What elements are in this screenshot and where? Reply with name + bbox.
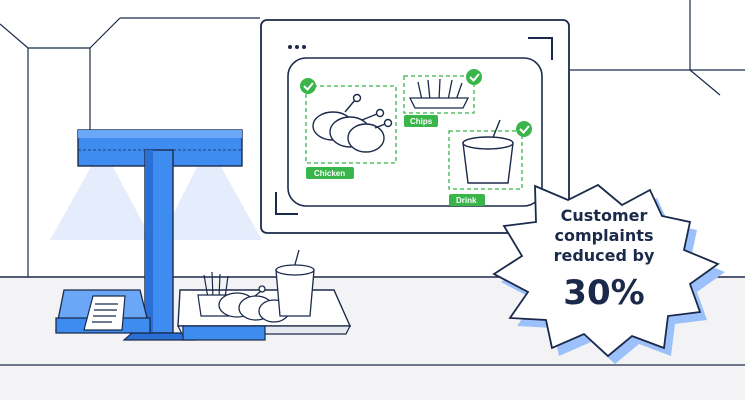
check-icon <box>300 78 316 94</box>
light-beam <box>160 165 262 240</box>
chicken-label-tag <box>306 167 354 179</box>
receipt-document-icon <box>83 295 126 331</box>
check-icon <box>516 121 532 137</box>
detection-chicken: Chicken <box>300 78 397 179</box>
food-tray <box>177 249 352 341</box>
chips-label-tag <box>404 115 438 127</box>
callout-stat: 30% <box>563 273 644 313</box>
callout-line-3: reduced by <box>554 246 655 265</box>
window-dot-icon <box>288 45 292 49</box>
camera-stand <box>50 129 262 341</box>
detection-drink: Drink <box>448 119 532 206</box>
wall-sketch-lines <box>0 0 745 277</box>
drink-label: Drink <box>456 196 477 205</box>
light-beam <box>50 165 152 240</box>
chips-tray-icon <box>408 78 470 109</box>
chicken-label: Chicken <box>314 169 345 178</box>
chips-label: Chips <box>410 117 433 126</box>
callout-line-1: Customer <box>561 206 648 225</box>
receipt-tray <box>55 289 151 334</box>
monitor-display: Chicken Chips <box>260 19 570 234</box>
drink-label-tag <box>449 194 485 206</box>
check-icon <box>466 69 482 85</box>
viewfinder-brackets <box>275 37 553 215</box>
window-dot-icon <box>302 45 306 49</box>
stat-callout-burst: Customer complaints reduced by 30% <box>492 183 725 364</box>
drink-cup-icon <box>462 119 514 184</box>
window-dot-icon <box>295 45 299 49</box>
callout-line-2: complaints <box>555 226 654 245</box>
chicken-drumsticks-icon <box>312 93 393 153</box>
detection-chips: Chips <box>403 69 482 127</box>
